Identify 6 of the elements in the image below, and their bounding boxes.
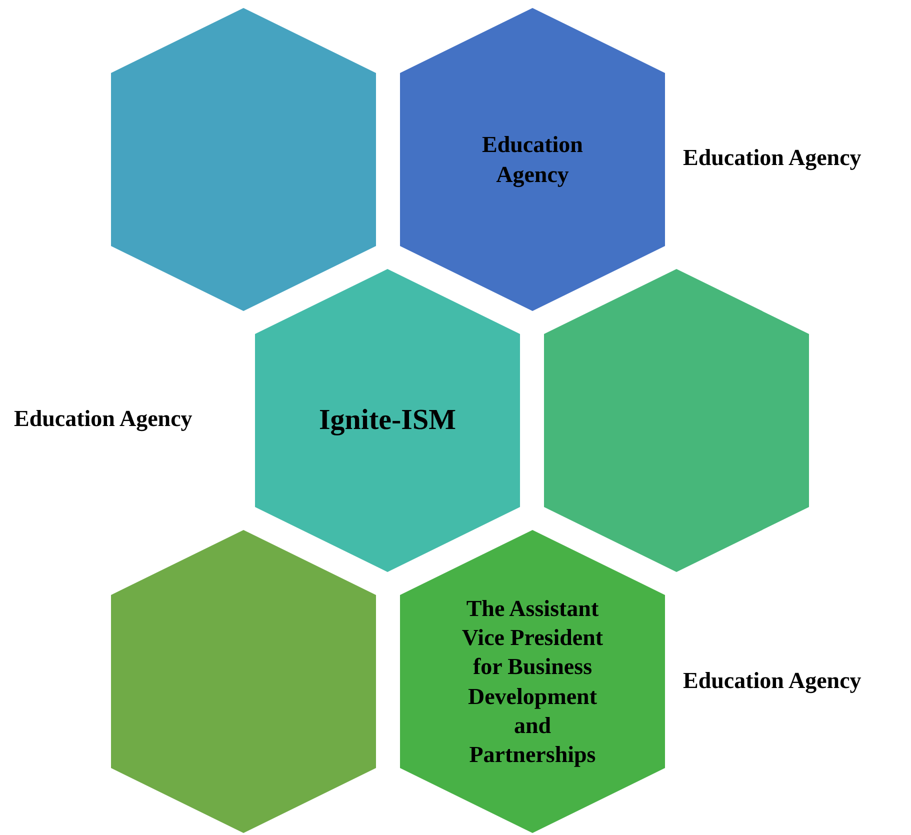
node-label: The Assistant Vice President for Business Development and Partnerships	[460, 594, 604, 769]
side-label: Education Agency	[14, 406, 192, 432]
node-label: Ignite-ISM	[319, 403, 456, 438]
side-label: Education Agency	[683, 145, 862, 171]
side-label: Education Agency	[683, 668, 862, 694]
node-label: Education Agency	[481, 131, 584, 189]
